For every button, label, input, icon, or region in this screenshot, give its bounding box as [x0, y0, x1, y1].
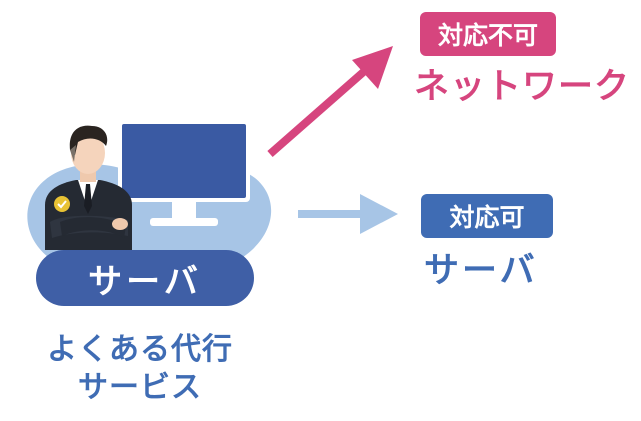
caption-line-2: サービス [78, 370, 202, 405]
monitor-icon [118, 120, 250, 226]
person-icon [45, 125, 132, 250]
caption-line-1: よくある代行 [47, 332, 233, 367]
supported-badge: 対応可 [421, 194, 553, 238]
arrow-up-right-icon [267, 46, 393, 158]
check-badge-icon [54, 196, 70, 212]
server-pill: サーバ [36, 250, 254, 306]
unsupported-badge: 対応不可 [420, 12, 556, 56]
caption: よくある代行 サービス [20, 331, 260, 407]
unsupported-network-label: ネットワーク [414, 67, 631, 107]
arrow-right-icon [298, 194, 398, 234]
supported-server-label: サーバ [424, 251, 538, 291]
